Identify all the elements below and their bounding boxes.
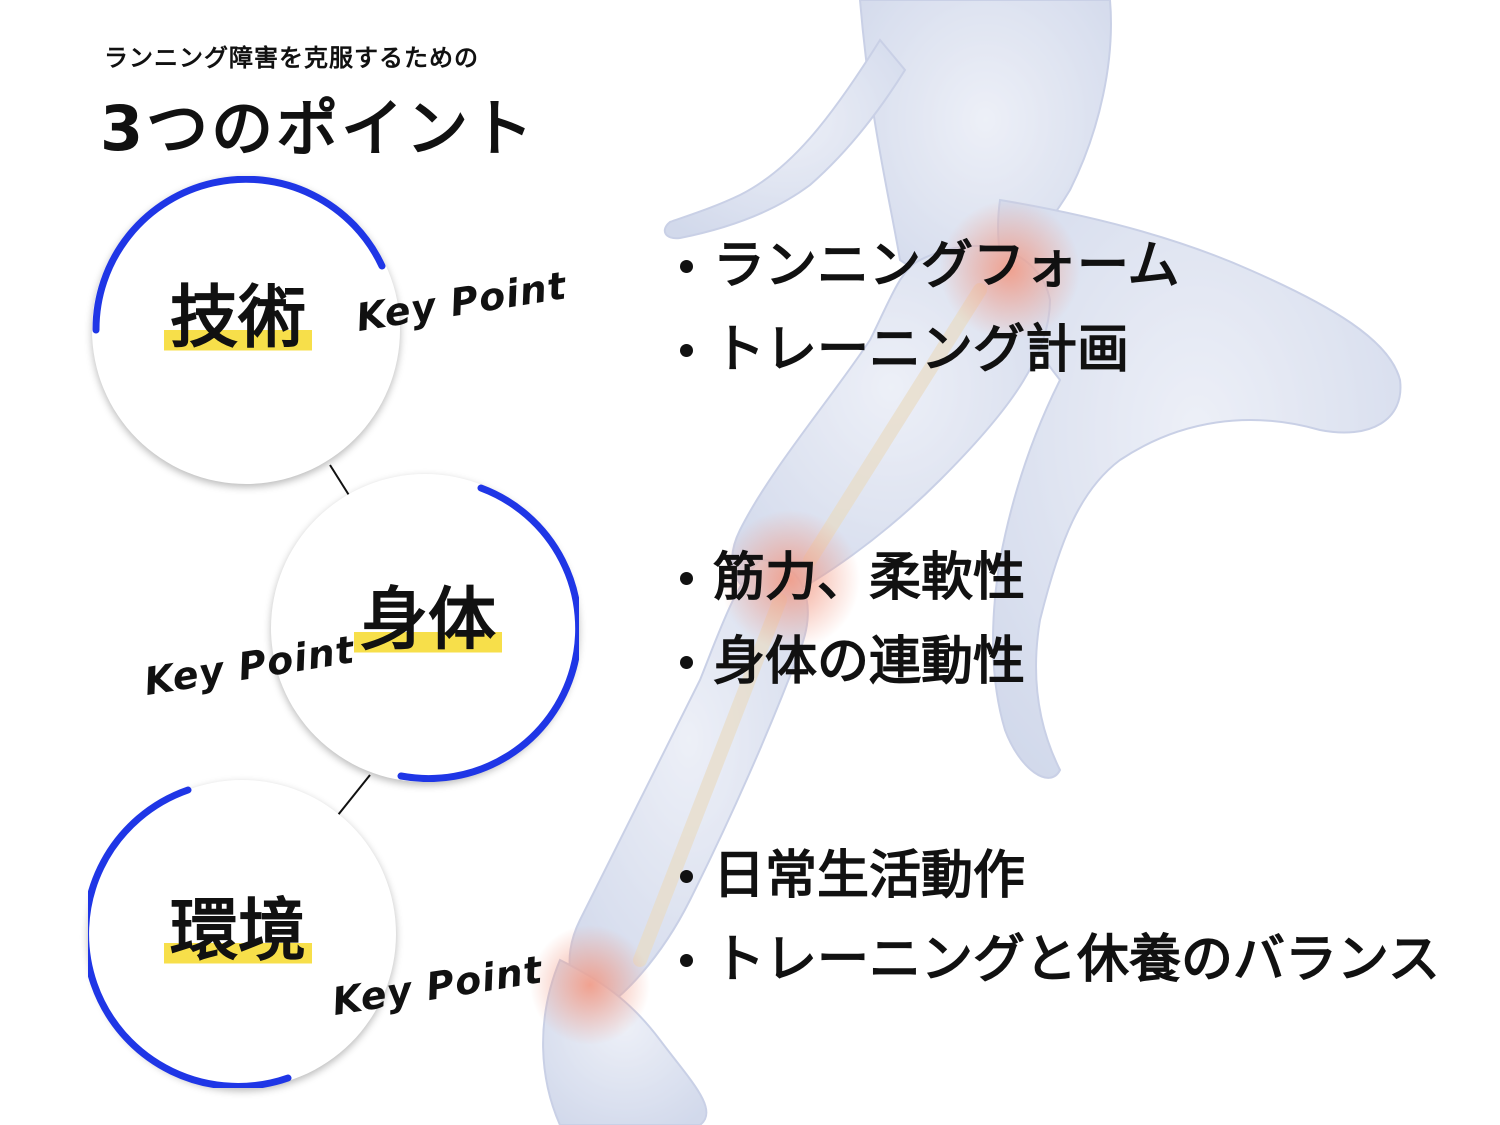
ring-arc xyxy=(397,484,579,782)
bullet-dot-icon xyxy=(680,655,693,669)
bullets-environment: 日常生活動作 トレーニングと休養のバランス xyxy=(672,834,1440,1002)
ring-arc xyxy=(92,176,386,334)
bullet-dot-icon xyxy=(680,953,693,967)
bullet-dot-icon xyxy=(680,259,693,273)
bullet-item: トレーニングと休養のバランス xyxy=(672,918,1440,1002)
page-title: 3つのポイント xyxy=(100,92,537,165)
bullets-body: 筋力、柔軟性 身体の連動性 xyxy=(672,536,1025,704)
point-label-environment: 環境 xyxy=(164,896,313,967)
point-label-technique: 技術 xyxy=(164,283,313,354)
bullet-item: 筋力、柔軟性 xyxy=(672,536,1025,620)
ring-arc xyxy=(88,786,292,1088)
bullet-dot-icon xyxy=(680,571,693,585)
bullet-dot-icon xyxy=(680,343,693,357)
bullets-technique: ランニングフォーム トレーニング計画 xyxy=(672,224,1179,392)
bullet-item: トレーニング計画 xyxy=(672,308,1179,392)
bullet-item: 日常生活動作 xyxy=(672,834,1440,918)
bullet-dot-icon xyxy=(680,869,693,883)
point-label-body: 身体 xyxy=(354,585,503,656)
bullet-item: 身体の連動性 xyxy=(672,620,1025,704)
bullet-item: ランニングフォーム xyxy=(672,224,1179,308)
subtitle: ランニング障害を克服するための xyxy=(104,44,479,72)
